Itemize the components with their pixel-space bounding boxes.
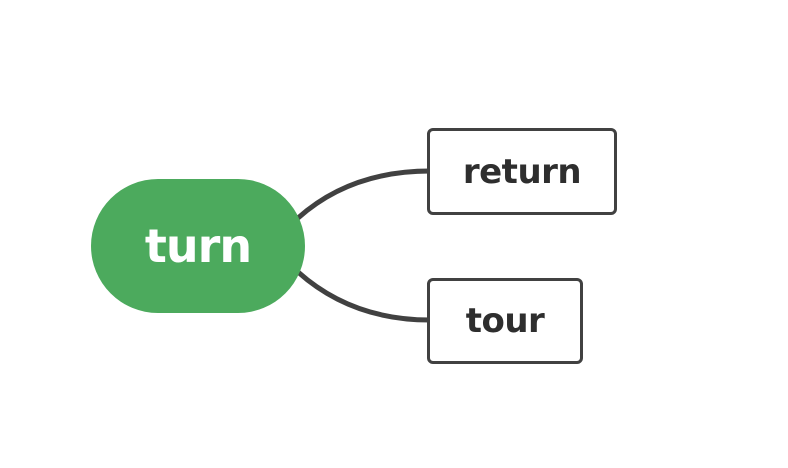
subtopic-node-tour[interactable]: tour — [427, 278, 583, 364]
central-topic-label: turn — [144, 219, 252, 273]
subtopic-node-return[interactable]: return — [427, 128, 617, 215]
connector-root-to-tour — [295, 269, 433, 323]
subtopic-label: return — [462, 151, 582, 192]
connector-root-to-return — [295, 168, 433, 221]
subtopic-label: tour — [465, 301, 545, 341]
central-topic-node[interactable]: turn — [91, 179, 305, 313]
